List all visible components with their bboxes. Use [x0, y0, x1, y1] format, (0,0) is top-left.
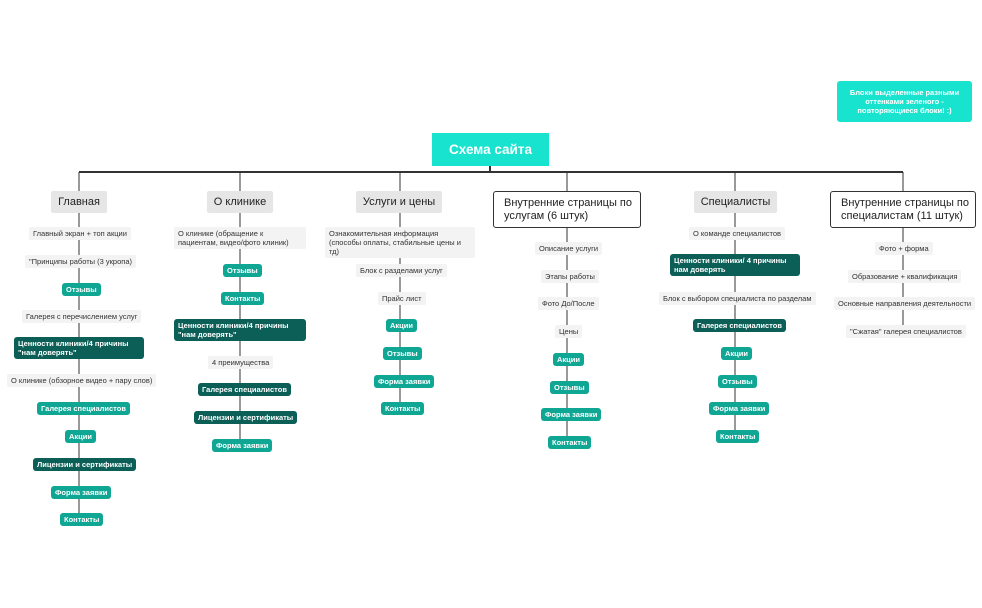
sitemap-block: Блок с выбором специалиста по разделам [659, 291, 816, 305]
sitemap-block: О клинике (обращение к пациентам, видео/… [174, 227, 306, 249]
sitemap-block: Акции [65, 429, 97, 443]
sitemap-block: Блок с разделами услуг [356, 263, 447, 277]
sitemap-block: Акции [553, 352, 585, 366]
sitemap-block: Отзывы [223, 263, 262, 277]
sitemap-block: 4 преимущества [208, 355, 274, 369]
column-head: Внутренние страницы по услугам (6 штук) [493, 191, 641, 228]
sitemap-block: Цены [555, 324, 583, 338]
sitemap-block: Акции [721, 346, 753, 360]
sitemap-block: Галерея специалистов [693, 318, 786, 332]
sitemap-block: О команде специалистов [689, 226, 786, 240]
column-head: Главная [51, 191, 107, 213]
column-head: Услуги и цены [356, 191, 442, 213]
sitemap-block: Главный экран + топ акции [29, 226, 131, 240]
sitemap-block: Контакты [60, 512, 104, 526]
sitemap-block: Отзывы [550, 380, 589, 394]
column-head: Внутренние страницы по специалистам (11 … [830, 191, 976, 228]
sitemap-block: Контакты [716, 429, 760, 443]
sitemap-block: О клинике (обзорное видео + пару слов) [7, 373, 157, 387]
sitemap-block: Этапы работы [541, 269, 599, 283]
sitemap-block: Образование + квалификация [848, 269, 962, 283]
root-node: Схема сайта [432, 133, 549, 166]
sitemap-block: Галерея специалистов [198, 382, 291, 396]
sitemap-block: Форма заявки [212, 438, 273, 452]
sitemap-block: Ценности клиники/4 причины "нам доверять… [174, 319, 306, 341]
sitemap-block: "Принципы работы (3 укропа) [25, 254, 136, 268]
sitemap-block: Форма заявки [374, 374, 435, 388]
sitemap-block: Форма заявки [541, 407, 602, 421]
sitemap-block: Лицензии и сертификаты [194, 410, 298, 424]
sitemap-block: Ценности клиники/4 причины "нам доверять… [14, 337, 144, 359]
sitemap-block: Фото До/После [538, 296, 599, 310]
sitemap-block: "Сжатая" галерея специалистов [846, 324, 966, 338]
sitemap-block: Форма заявки [709, 401, 770, 415]
sitemap-block: Галерея специалистов [37, 401, 130, 415]
column-head: Специалисты [694, 191, 777, 213]
sitemap-block: Отзывы [62, 282, 101, 296]
sitemap-block: Лицензии и сертификаты [33, 457, 137, 471]
sitemap-block: Отзывы [718, 374, 757, 388]
column-head: О клинике [207, 191, 273, 213]
sitemap-block: Акции [386, 318, 418, 332]
sitemap-block: Ознакомительная информация (способы опла… [325, 227, 475, 258]
sitemap-block: Основные направления деятельности [834, 296, 976, 310]
sitemap-block: Галерея с перечислением услуг [22, 309, 142, 323]
sitemap-block: Фото + форма [875, 241, 933, 255]
sitemap-block: Отзывы [383, 346, 422, 360]
sitemap-block: Контакты [221, 291, 265, 305]
sitemap-block: Контакты [548, 435, 592, 449]
sitemap-block: Контакты [381, 401, 425, 415]
sitemap-block: Описание услуги [535, 241, 603, 255]
sitemap-block: Прайс лист [378, 291, 426, 305]
sitemap-block: Форма заявки [51, 485, 112, 499]
legend-note: Блоки выделенные разными оттенками зелен… [837, 81, 972, 122]
sitemap-block: Ценности клиники/ 4 причины нам доверять [670, 254, 800, 276]
